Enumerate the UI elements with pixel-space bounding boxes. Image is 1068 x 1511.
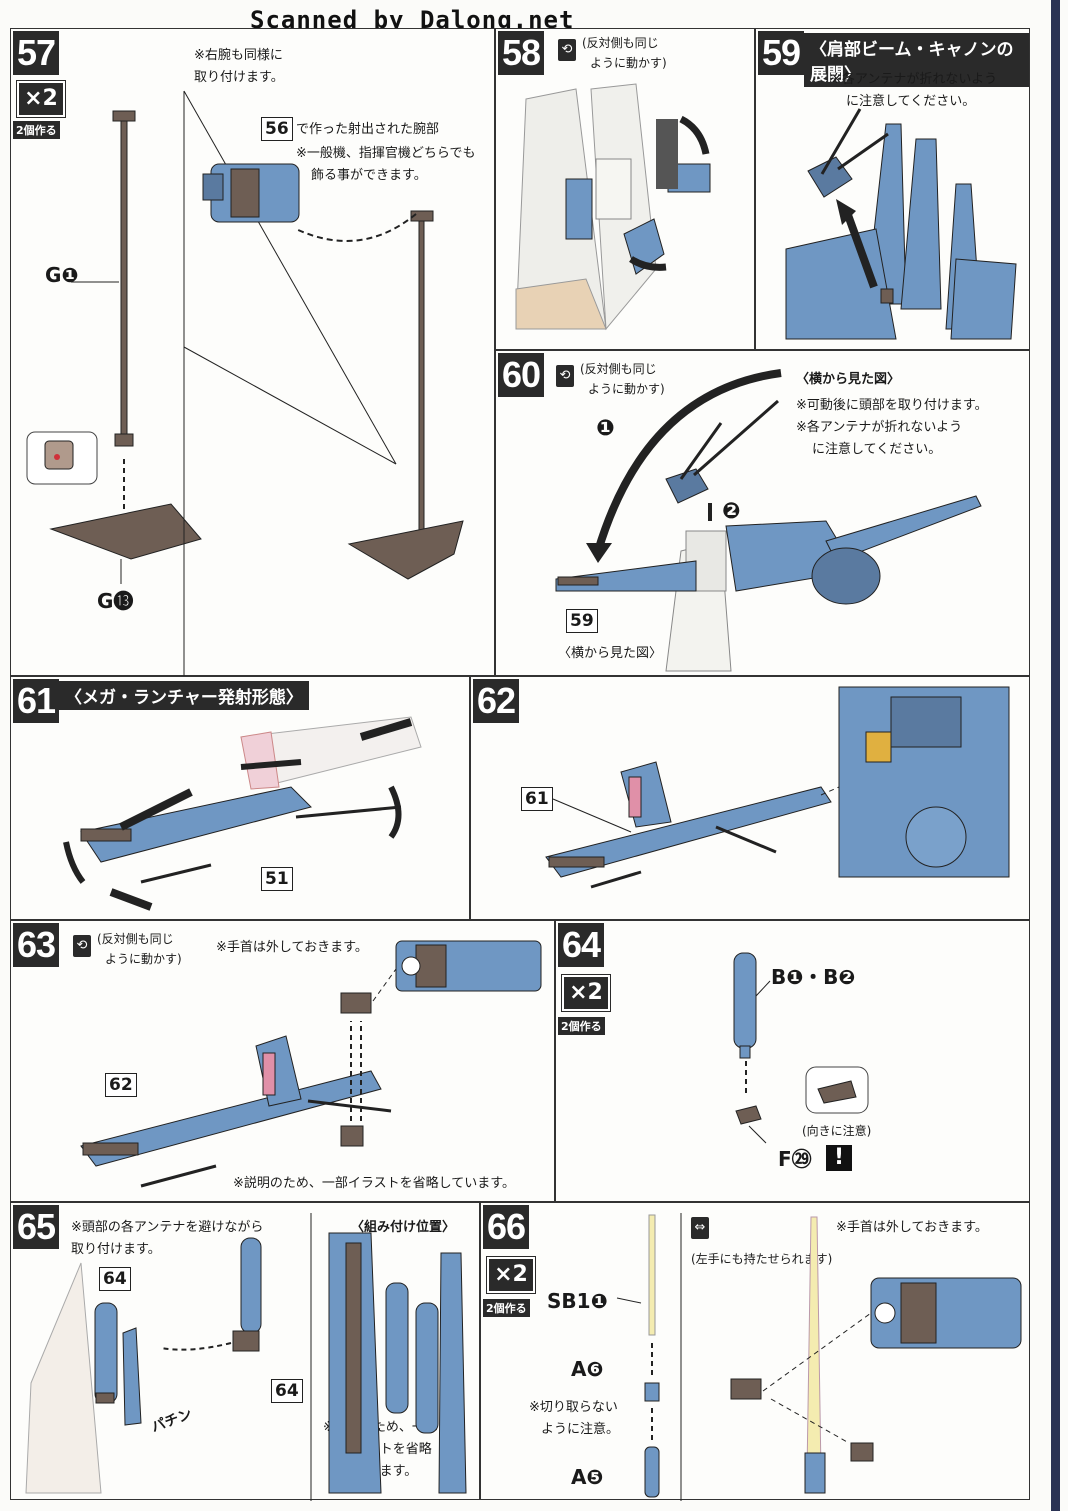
- step-60-panel: 60 ⟲ (反対側も同じ ように動かす) 〈横から見た図〉 ※可動後に頭部を取り…: [495, 350, 1030, 676]
- step-60-arrow-2-label: ❷: [722, 499, 741, 524]
- step-62-number: 62: [473, 679, 520, 723]
- step-62-illustration: [545, 686, 1010, 889]
- step-60-move-2: ように動かす): [588, 382, 665, 396]
- step-58-move-1: (反対側も同じ: [582, 36, 659, 50]
- step-58-number: 58: [498, 31, 545, 75]
- step-66-illustration: [616, 1213, 1022, 1501]
- step-61-ref-box: 51: [261, 867, 293, 891]
- step-61-panel: 61 〈メガ・ランチャー発射形態〉 51: [10, 676, 470, 920]
- step-61-illustration: [63, 716, 422, 911]
- step-60-reverse-icon: ⟲: [556, 365, 574, 387]
- step-57-note-2: 取り付けます。: [194, 70, 284, 85]
- step-60-arrow-1-label: ❶: [596, 416, 615, 441]
- step-64-make-count: 2個作る: [558, 1017, 605, 1035]
- step-57-illustration: [26, 90, 464, 677]
- step-63-illustration: [80, 940, 542, 1188]
- step-66-note-1: ※切り取らない: [529, 1400, 618, 1415]
- step-66-multiplier: ×2: [486, 1256, 536, 1294]
- step-65-panel: 65 ※頭部の各アンテナを避けながら 取り付けます。 64 64 パチン 〈組み…: [10, 1202, 480, 1501]
- step-63-move-1: (反対側も同じ: [97, 932, 174, 946]
- page-edge-bar: [1051, 0, 1060, 1511]
- step-59-note-2: に注意してください。: [846, 94, 976, 109]
- step-63-reverse-icon: ⟲: [73, 935, 91, 957]
- step-64-illustration: [733, 952, 869, 1144]
- step-65-number: 65: [13, 1205, 60, 1249]
- step-66-left-hand-note: (左手にも持たせられます): [691, 1252, 833, 1266]
- step-66-part-a5: A❺: [571, 1465, 604, 1489]
- step-59-illustration: [785, 108, 1017, 340]
- step-66-note-3: ※手首は外しておきます。: [836, 1220, 988, 1235]
- step-58-illustration: [515, 83, 711, 331]
- step-59-title: 〈肩部ビーム・キャノンの展開〉: [804, 33, 1029, 87]
- step-57-note-4: 飾る事ができます。: [311, 168, 427, 183]
- step-60-ref-box: 59: [566, 609, 598, 633]
- step-61-number: 61: [13, 679, 60, 723]
- step-66-note-2: ように注意。: [541, 1422, 620, 1437]
- step-58-move-2: ように動かす): [590, 56, 667, 70]
- step-60-illustration: [555, 369, 982, 672]
- step-64-direction-note: (向きに注意): [802, 1124, 872, 1138]
- step-57-panel: 57 ×2 2個作る ※右腕も同様に 取り付けます。 56 で作った射出された腕…: [10, 28, 495, 677]
- step-59-panel: 59 〈肩部ビーム・キャノンの展開〉 ※各アンテナが折れないよう に注意してくだ…: [755, 28, 1030, 350]
- step-60-view-title: 〈横から見た図〉: [796, 372, 901, 387]
- step-65-note-2: 取り付けます。: [71, 1242, 161, 1257]
- step-57-part-g1: G❶: [45, 263, 79, 287]
- step-64-part-f: F㉙: [778, 1147, 812, 1171]
- step-65-position-title: 〈組み付け位置〉: [351, 1220, 456, 1235]
- step-66-make-count: 2個作る: [483, 1299, 530, 1317]
- step-57-number: 57: [13, 31, 60, 75]
- step-63-ref-box: 62: [105, 1073, 137, 1097]
- step-57-make-count: 2個作る: [13, 121, 60, 139]
- step-66-part-sb1: SB1❶: [547, 1289, 608, 1313]
- step-60-ref-view: 〈横から見た図〉: [558, 646, 663, 661]
- step-66-number: 66: [483, 1205, 530, 1249]
- step-65-note-1: ※頭部の各アンテナを避けながら: [71, 1220, 264, 1235]
- step-57-ref-text: で作った射出された腕部: [296, 122, 440, 137]
- step-63-panel: 63 ⟲ (反対側も同じ ように動かす) ※手首は外しておきます。 62 ※説明…: [10, 920, 555, 1202]
- step-63-note-2: ※説明のため、一部イラストを省略しています。: [233, 1176, 515, 1191]
- step-63-move-2: ように動かす): [105, 952, 182, 966]
- step-66-part-a6: A❻: [571, 1357, 604, 1381]
- step-59-number: 59: [758, 31, 805, 75]
- step-57-note-1: ※右腕も同様に: [194, 48, 283, 63]
- step-58-reverse-icon: ⟲: [558, 39, 576, 61]
- step-64-warning-icon: !: [826, 1145, 852, 1171]
- step-57-part-g13: G⓭: [97, 589, 134, 613]
- step-60-number: 60: [498, 353, 545, 397]
- step-59-note-1: ※各アンテナが折れないよう: [831, 72, 998, 87]
- step-65-ref-box-a: 64: [99, 1267, 131, 1291]
- step-63-note-1: ※手首は外しておきます。: [216, 940, 368, 955]
- step-60-note-2: ※各アンテナが折れないよう: [796, 420, 963, 435]
- step-57-multiplier: ×2: [16, 80, 66, 118]
- step-62-ref-box: 61: [521, 787, 553, 811]
- step-60-note-1: ※可動後に頭部を取り付けます。: [796, 398, 988, 413]
- step-63-number: 63: [13, 923, 60, 967]
- step-60-move-1: (反対側も同じ: [580, 362, 657, 376]
- step-65-ref-box-b: 64: [271, 1379, 303, 1403]
- step-66-panel: 66 ×2 2個作る SB1❶ A❻ A❺ ※切り取らない ように注意。 ⇔ (…: [480, 1202, 1030, 1501]
- step-64-part-b: B❶・B❷: [771, 965, 856, 989]
- step-64-multiplier: ×2: [561, 974, 611, 1012]
- step-60-note-3: に注意してください。: [812, 442, 942, 457]
- step-62-panel: 62 61: [470, 676, 1030, 920]
- step-57-ref-box: 56: [261, 117, 293, 141]
- step-61-title: 〈メガ・ランチャー発射形態〉: [59, 681, 309, 710]
- step-58-panel: 58 ⟲ (反対側も同じ ように動かす): [495, 28, 755, 350]
- step-66-hand-icon: ⇔: [691, 1217, 709, 1239]
- step-65-illustration: [25, 1213, 467, 1501]
- step-64-panel: 64 ×2 2個作る B❶・B❷ F㉙ (向きに注意) !: [555, 920, 1030, 1202]
- step-57-note-3: ※一般機、指揮官機どちらでも: [296, 146, 476, 161]
- step-64-number: 64: [558, 923, 605, 967]
